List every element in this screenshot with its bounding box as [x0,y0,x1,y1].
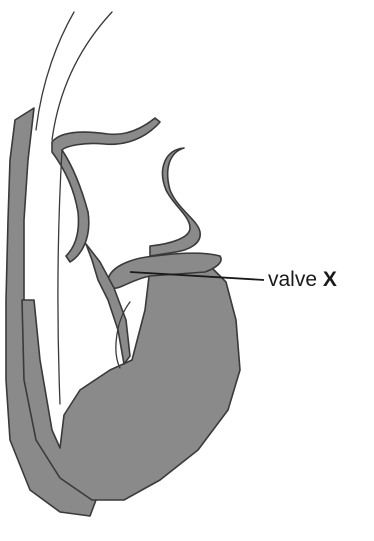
vena-cava-line-outer [36,12,74,130]
pulmonary-vessel-wall [52,118,160,262]
vena-cava-line-inner [52,12,112,140]
valve-label-letter: X [323,268,337,291]
valve-x-label: valve X [268,268,337,292]
ventricle-wall [22,264,240,500]
septum-strip [86,244,130,364]
chamber-outline [58,150,62,404]
aorta-wall [150,148,200,256]
valve-label-text: valve [268,268,317,291]
